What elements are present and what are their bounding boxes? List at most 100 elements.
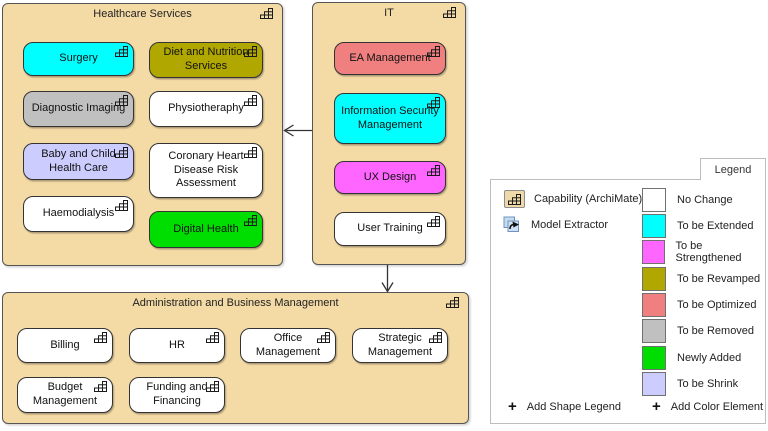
capability-label: Office Management [255, 331, 321, 358]
capability-box-user-training[interactable]: User Training [334, 212, 446, 246]
capability-label: User Training [357, 222, 423, 235]
capability-icon [427, 97, 440, 108]
color-swatch [642, 319, 666, 343]
capability-box-diet-and-nutrition[interactable]: Diet and Nutrition Services [149, 42, 263, 78]
capability-box-baby-and-child[interactable]: Baby and Child Health Care [23, 143, 134, 180]
capability-icon [115, 46, 128, 57]
capability-label: UX Design [363, 170, 417, 183]
capability-icon [427, 46, 440, 57]
legend-color-item: To be Optimized [642, 293, 756, 317]
legend-color-label: No Change [677, 194, 733, 206]
capability-icon [115, 147, 128, 158]
capability-label: Baby and Child Health Care [41, 147, 116, 174]
legend-color-label: Newly Added [677, 352, 742, 364]
capability-icon [427, 216, 440, 227]
capability-box-physiotheraphy[interactable]: Physiotheraphy [149, 91, 263, 127]
capability-box-information-security[interactable]: Information Security Management [334, 93, 446, 144]
capability-box-ea-management[interactable]: EA Management [334, 42, 446, 75]
legend-tab-label: Legend [714, 163, 752, 176]
plus-icon: + [652, 398, 661, 415]
capability-label: Diet and Nutrition Services [163, 46, 249, 72]
legend-tab[interactable]: Legend [700, 158, 766, 180]
legend-color-label: To be Strengthened [675, 240, 742, 264]
capability-icon [206, 332, 219, 343]
arrow-it-to-administration[interactable] [381, 265, 394, 293]
capability-label: Physiotheraphy [168, 102, 244, 115]
legend-shape-item-capability: Capability (ArchiMate) [504, 190, 642, 208]
capability-label: Haemodialysis [42, 207, 115, 220]
legend-panel: Capability (ArchiMate) Model Extractor N… [490, 179, 766, 424]
capability-label: Information Security Management [341, 104, 439, 131]
capability-icon [244, 215, 257, 226]
model-extractor-icon [503, 216, 522, 233]
capability-icon [115, 95, 128, 106]
legend-shape-label: Model Extractor [531, 218, 609, 231]
add-color-element-label: Add Color Element [670, 400, 764, 413]
capability-box-funding-financing[interactable]: Funding and Financing [129, 377, 225, 413]
legend-shape-item-model-extractor: Model Extractor [503, 216, 608, 233]
capability-icon [504, 190, 525, 208]
color-swatch [642, 214, 666, 238]
capability-label: Diagnostic Imaging [31, 102, 126, 115]
capability-label: Digital Health [173, 222, 239, 235]
legend-color-label: To be Optimized [677, 299, 757, 311]
capability-icon [94, 332, 107, 343]
legend-color-item: To be Revamped [642, 267, 760, 291]
container-title: Administration and Business Management [132, 297, 339, 309]
legend-color-item: To be Extended [642, 214, 753, 238]
capability-box-strategic-management[interactable]: Strategic Management [352, 328, 448, 363]
capability-label: HR [169, 338, 185, 351]
color-swatch [642, 293, 666, 317]
capability-box-budget-management[interactable]: Budget Management [17, 377, 113, 413]
capability-box-billing[interactable]: Billing [17, 328, 113, 363]
capability-label: Budget Management [32, 381, 98, 407]
capability-box-diagnostic-imaging[interactable]: Diagnostic Imaging [23, 91, 134, 127]
capability-icon [443, 7, 457, 19]
color-swatch [642, 346, 666, 370]
legend-color-item: To be Shrink [642, 372, 738, 396]
container-title: IT [384, 7, 394, 19]
legend-color-item: To be Removed [642, 319, 754, 343]
legend-color-item: No Change [642, 188, 733, 212]
container-healthcare-services[interactable]: Healthcare Services Surgery Diet and Nut… [2, 3, 283, 266]
capability-label: Billing [50, 338, 80, 351]
capability-box-haemodialysis[interactable]: Haemodialysis [23, 196, 134, 232]
container-administration[interactable]: Administration and Business Management B… [2, 292, 469, 424]
legend-color-item: Newly Added [642, 346, 741, 370]
capability-icon [115, 200, 128, 211]
legend-color-label: To be Shrink [677, 378, 739, 390]
legend-color-label: To be Extended [677, 220, 754, 232]
capability-icon [244, 147, 257, 158]
plus-icon: + [508, 398, 517, 415]
color-swatch [642, 240, 665, 264]
capability-box-hr[interactable]: HR [129, 328, 225, 363]
capability-box-office-management[interactable]: Office Management [240, 328, 336, 363]
capability-box-surgery[interactable]: Surgery [23, 42, 134, 76]
capability-label: Coronary Heart Disease Risk Assessment [168, 149, 244, 190]
capability-icon [429, 332, 442, 343]
arrow-it-to-healthcare[interactable] [283, 124, 313, 137]
capability-label: Surgery [59, 52, 98, 65]
capability-box-coronary-heart[interactable]: Coronary Heart Disease Risk Assessment [149, 143, 263, 198]
capability-label: EA Management [349, 51, 431, 64]
capability-icon [446, 297, 460, 309]
color-swatch [642, 372, 666, 396]
capability-icon [244, 46, 257, 57]
capability-icon [260, 8, 274, 20]
legend-color-label: To be Removed [677, 325, 755, 337]
add-shape-legend-button[interactable]: + Add Shape Legend [508, 399, 621, 414]
capability-label: Strategic Management [367, 331, 433, 358]
legend-color-item: To be Strengthened [642, 240, 765, 264]
legend-shape-label: Capability (ArchiMate) [534, 193, 643, 205]
capability-box-digital-health[interactable]: Digital Health [149, 211, 263, 248]
add-shape-legend-label: Add Shape Legend [526, 400, 621, 413]
legend-color-label: To be Revamped [677, 273, 761, 285]
capability-icon [94, 381, 107, 392]
add-color-element-button[interactable]: + Add Color Element [652, 399, 763, 414]
capability-icon [427, 165, 440, 176]
capability-box-ux-design[interactable]: UX Design [334, 161, 446, 194]
capability-icon [317, 332, 330, 343]
color-swatch [642, 188, 666, 212]
container-it[interactable]: IT EA Management Information Security Ma… [312, 2, 466, 265]
